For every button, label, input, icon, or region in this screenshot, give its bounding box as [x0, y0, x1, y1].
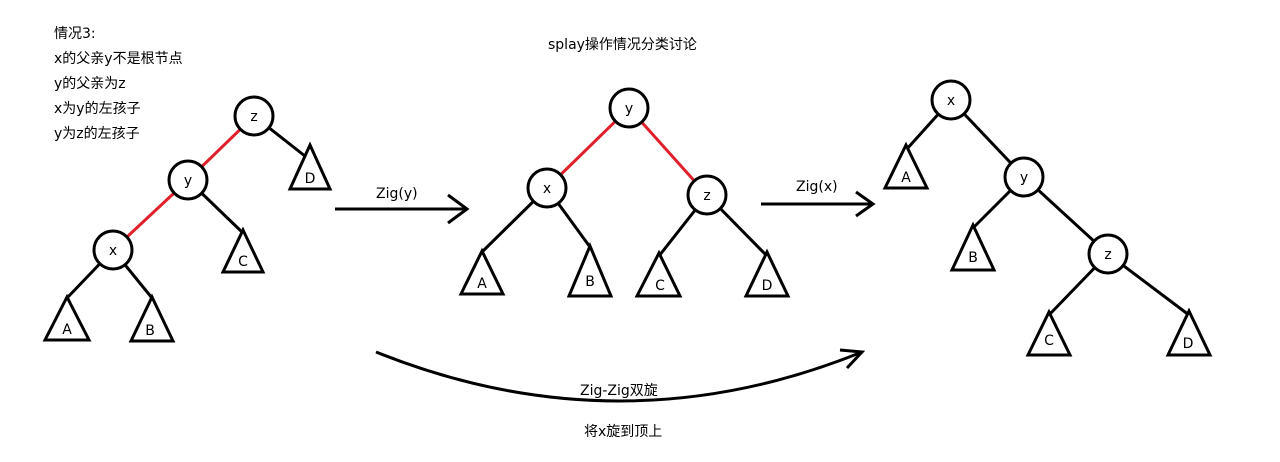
tree-middle: A B C D y x z: [458, 87, 791, 298]
subtree-c-label: C: [655, 278, 665, 294]
node-y-label: y: [625, 101, 633, 117]
node-y-label: y: [1020, 170, 1028, 186]
node-z-label: z: [703, 188, 710, 204]
node-z: [233, 95, 275, 137]
case-note-line: y的父亲为z: [54, 76, 126, 92]
node-y-label: y: [184, 173, 192, 189]
case-note-line: x的父亲y不是根节点: [54, 51, 183, 67]
subtree-d-triangle: [1165, 307, 1213, 357]
zigzig-arrow-curve: [375, 350, 863, 403]
subtree-d-label: D: [305, 171, 316, 187]
case-note-line: x为y的左孩子: [54, 101, 141, 117]
subtree-a-triangle: [458, 247, 506, 296]
subtree-a-label: A: [901, 170, 911, 186]
node-z: [1087, 233, 1129, 275]
node-z-label: z: [250, 109, 257, 125]
node-x-label: x: [109, 243, 117, 259]
zig-y-arrow-head: [447, 193, 470, 225]
node-z-label: z: [1104, 247, 1111, 263]
node-y: [1003, 156, 1045, 198]
subtree-d-label: D: [762, 278, 773, 294]
node-y: [167, 159, 209, 201]
subtree-c-triangle: [634, 249, 683, 298]
subtree-c-label: C: [1044, 333, 1054, 349]
node-x-label: x: [543, 181, 551, 197]
diagram-title: splay操作情况分类讨论: [548, 37, 697, 53]
tree-before: D C A B z y x: [42, 95, 333, 343]
subtree-b-label: B: [968, 250, 978, 266]
subtree-b-label: B: [145, 323, 155, 339]
zigzig-desc-label: 将x旋到顶上: [584, 424, 663, 440]
subtree-c-label: C: [238, 254, 248, 270]
case-note-title: 情况3:: [54, 26, 96, 42]
zig-x-arrow-head: [855, 190, 876, 218]
node-x: [526, 167, 568, 209]
zig-y-label: Zig(y): [376, 186, 418, 202]
subtree-b-label: B: [585, 274, 595, 290]
subtree-a-triangle: [42, 293, 92, 342]
node-z: [686, 174, 728, 216]
subtree-a-label: A: [62, 322, 72, 338]
node-x: [930, 79, 972, 121]
subtree-b-triangle: [566, 242, 614, 298]
subtree-d-triangle: [287, 141, 333, 191]
subtree-a-label: A: [477, 276, 487, 292]
zigzig-arrow-head: [839, 348, 866, 370]
subtree-b-triangle: [949, 221, 997, 272]
subtree-d-triangle: [743, 248, 791, 298]
subtree-b-triangle: [128, 293, 176, 343]
subtree-c-triangle: [1025, 308, 1073, 357]
subtree-a-triangle: [882, 141, 930, 190]
zig-x-label: Zig(x): [796, 179, 838, 195]
subtree-c-triangle: [220, 226, 266, 274]
node-x-label: x: [947, 93, 955, 109]
node-y: [608, 87, 650, 129]
arrows-layer: [335, 190, 876, 403]
tree-after: A B C D x y z: [882, 79, 1213, 357]
subtree-d-label: D: [1183, 336, 1194, 352]
case-note-line: y为z的左孩子: [54, 126, 140, 142]
zigzig-label: Zig-Zig双旋: [580, 383, 658, 399]
node-x: [92, 229, 134, 271]
case-notes: 情况3: x的父亲y不是根节点 y的父亲为z x为y的左孩子 y为z的左孩子: [54, 22, 183, 147]
